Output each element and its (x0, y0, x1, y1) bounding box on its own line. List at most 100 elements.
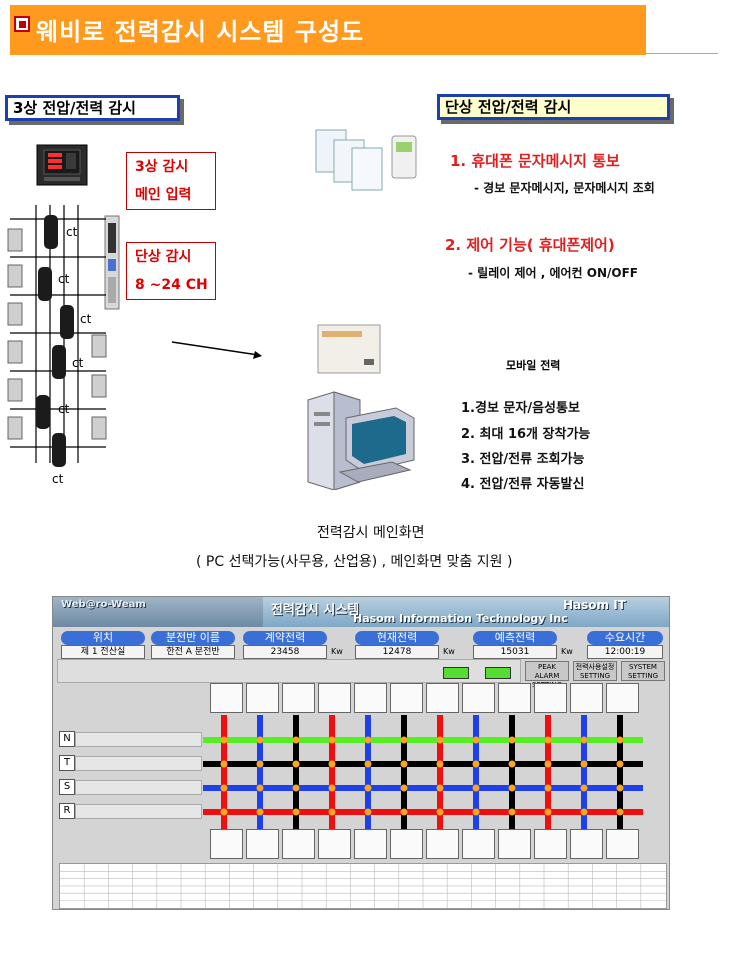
channel-card (210, 683, 243, 713)
system-setting-button[interactable]: SYSTEM SETTING (621, 661, 665, 681)
ct-label: ct (72, 356, 84, 370)
status-lamp (485, 667, 511, 679)
channel-card (390, 829, 423, 859)
junction-dot (400, 760, 408, 768)
vertical-bus-bar (257, 715, 263, 835)
three-phase-label: 3상 전압/전력 감시 (5, 95, 180, 121)
channel-card (534, 829, 567, 859)
junction-dot (508, 784, 516, 792)
junction-dot (616, 784, 624, 792)
channel-card (606, 683, 639, 713)
peak-alarm-setting-button[interactable]: PEAK ALARM SETTING (525, 661, 569, 689)
mobile-phones-image (312, 128, 422, 193)
screen-title: 전력감시 시스템 (271, 603, 360, 618)
header-underline (646, 53, 718, 54)
power-usage-setting-button[interactable]: 전력사용설정 SETTING (573, 661, 617, 681)
vertical-bus-bar (473, 715, 479, 835)
junction-dot (472, 808, 480, 816)
phase-label-r: R (59, 803, 75, 819)
junction-dot (544, 736, 552, 744)
junction-dot (364, 760, 372, 768)
channel-data-table (59, 863, 667, 909)
junction-dot (472, 736, 480, 744)
screen-company: Hasom Information Technology Inc (353, 612, 568, 625)
vertical-bus-bar (437, 715, 443, 835)
phase-label-t: T (59, 755, 75, 771)
junction-dot (364, 736, 372, 744)
screen-logo: Web@ro-Weam (61, 599, 146, 610)
junction-dot (580, 736, 588, 744)
channel-card (282, 829, 315, 859)
channel-cards-bottom (210, 829, 650, 861)
breaker-ct-diagram (6, 205, 116, 490)
junction-dot (328, 760, 336, 768)
junction-dot (220, 808, 228, 816)
junction-dot (220, 784, 228, 792)
channel-card (282, 683, 315, 713)
junction-dot (436, 808, 444, 816)
single-phase-box-line1: 단상 감시 (135, 249, 192, 265)
info-value: 제 1 전산실 (61, 645, 145, 659)
junction-dot (292, 760, 300, 768)
monitoring-screen: Web@ro-Weam 전력감시 시스템 Hasom IT Hasom Info… (52, 596, 670, 910)
three-phase-box-line2: 메인 입력 (135, 187, 192, 203)
vertical-bus-bar (617, 715, 623, 835)
computer-image (300, 390, 418, 491)
junction-dot (364, 784, 372, 792)
power-meter-image (36, 144, 88, 186)
junction-dot (544, 760, 552, 768)
junction-dot (544, 784, 552, 792)
vertical-bus-bar (509, 715, 515, 835)
info-value: 한전 A 분전반 (151, 645, 235, 659)
junction-dot (472, 784, 480, 792)
bullet-box-icon (14, 16, 30, 32)
channel-card (318, 683, 351, 713)
junction-dot (292, 808, 300, 816)
ct-label: ct (80, 312, 92, 326)
single-phase-label: 단상 전압/전력 감시 (437, 94, 670, 120)
channel-card (210, 829, 243, 859)
channel-card (318, 829, 351, 859)
junction-dot (616, 736, 624, 744)
screen-brand: Hasom IT (563, 598, 626, 612)
info-predicted-power: 예측전력 15031 Kw (473, 631, 583, 659)
single-phase-box-line2: 8 ~24 CH (135, 277, 208, 293)
info-value: 12:00:19 (587, 645, 663, 659)
info-label: 분전반 이름 (151, 631, 235, 645)
info-label: 현재전력 (355, 631, 439, 645)
junction-dot (220, 736, 228, 744)
junction-dot (508, 808, 516, 816)
junction-dot (472, 760, 480, 768)
junction-dot (400, 808, 408, 816)
mobile-list-item: 2. 최대 16개 장착가능 (461, 427, 591, 442)
info-contract-power: 계약전력 23458 Kw (243, 631, 349, 659)
junction-dot (616, 760, 624, 768)
channel-card (462, 829, 495, 859)
junction-dot (328, 808, 336, 816)
info-label: 계약전력 (243, 631, 327, 645)
vertical-bus-bar (293, 715, 299, 835)
junction-dot (256, 808, 264, 816)
channel-card (498, 829, 531, 859)
info-unit: Kw (561, 647, 573, 656)
channel-card (354, 829, 387, 859)
mobile-alarm-image (316, 323, 382, 375)
junction-dot (580, 784, 588, 792)
junction-dot (256, 784, 264, 792)
junction-dot (256, 736, 264, 744)
junction-dot (256, 760, 264, 768)
ct-label: ct (58, 272, 70, 286)
phase-value-strip (75, 780, 202, 795)
channel-card (426, 829, 459, 859)
phase-value-strip (75, 756, 202, 771)
info-panel-name: 분전반 이름 한전 A 분전반 (151, 631, 235, 659)
junction-dot (328, 736, 336, 744)
vertical-bus-bar (545, 715, 551, 835)
three-phase-box-line1: 3상 감시 (135, 159, 189, 175)
channel-card (354, 683, 387, 713)
feature-2-detail: - 릴레이 제어 , 에어컨 ON/OFF (468, 266, 638, 280)
info-value: 12478 (355, 645, 439, 659)
vertical-bus-bar (581, 715, 587, 835)
screen-logo-area (53, 597, 263, 627)
mobile-list-item: 1.경보 문자/음성통보 (461, 401, 580, 416)
